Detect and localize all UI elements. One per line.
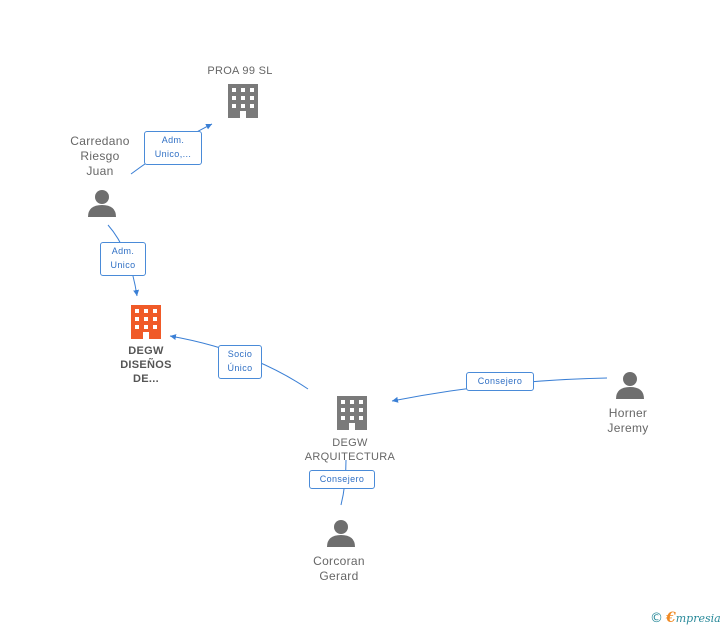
copyright-icon: ©: [650, 611, 663, 626]
person-icon[interactable]: [88, 190, 116, 217]
empresia-brand: ©€mpresia: [650, 610, 721, 628]
node-label-corcoran[interactable]: Corcoran Gerard: [313, 554, 365, 583]
node-label-degw-disenos[interactable]: DEGW DISEÑOS DE...: [120, 345, 172, 385]
person-icon[interactable]: [327, 520, 355, 547]
edge-label-carredano-disenos[interactable]: Adm. Unico: [100, 242, 146, 276]
edge-label-carredano-proa[interactable]: Adm. Unico,...: [144, 131, 202, 165]
node-label-proa[interactable]: PROA 99 SL: [207, 65, 273, 77]
brand-logo-text: mpresia: [675, 612, 721, 625]
edge-label-corcoran-arq[interactable]: Consejero: [309, 470, 375, 489]
building-icon[interactable]: [131, 305, 161, 339]
node-label-degw-arquitectura[interactable]: DEGW ARQUITECTURA ...: [304, 437, 396, 472]
node-label-carredano[interactable]: Carredano Riesgo Juan: [70, 134, 130, 178]
person-icon[interactable]: [616, 372, 644, 399]
edge-label-arq-disenos[interactable]: Socio Único: [218, 345, 262, 379]
brand-logo-initial: €: [666, 610, 676, 626]
building-icon[interactable]: [228, 84, 258, 118]
building-icon[interactable]: [337, 396, 367, 430]
node-label-horner[interactable]: Horner Jeremy: [607, 406, 649, 435]
edge-label-horner-arq[interactable]: Consejero: [466, 372, 534, 391]
